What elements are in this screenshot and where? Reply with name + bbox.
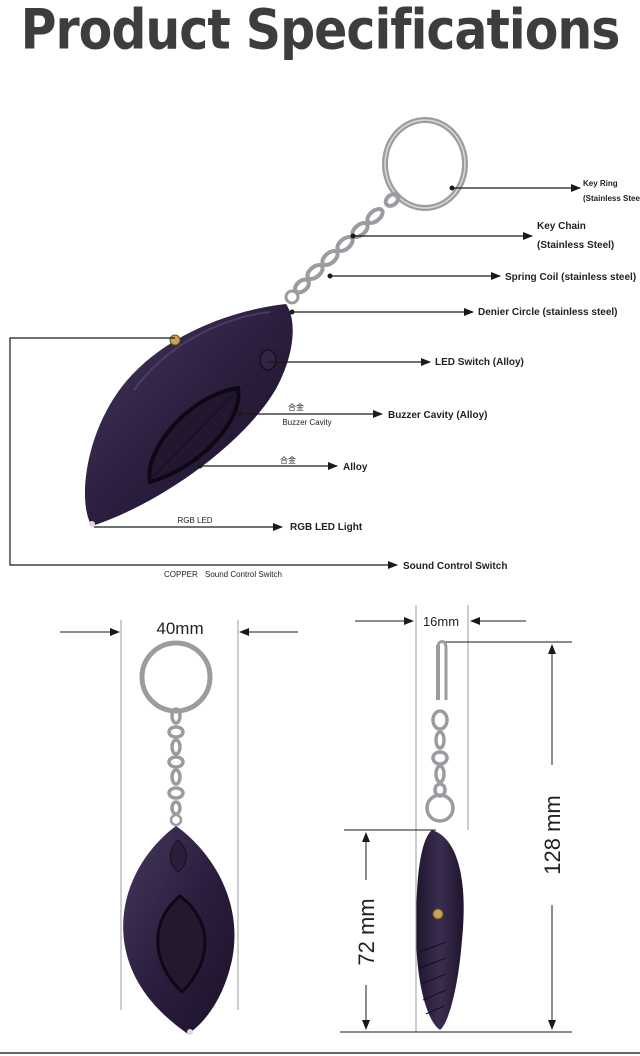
label-key-ring: Key Ring: [583, 179, 618, 188]
main-keychain-illustration: [84, 117, 468, 527]
callout-lines: [9, 184, 581, 569]
label-key-chain-material: (Stainless Steel): [537, 240, 614, 251]
front-view-illustration: [123, 640, 235, 1035]
label-rgb-led-light: RGB LED Light: [290, 522, 363, 533]
side-body: [416, 830, 464, 1030]
inline-sound-switch: Sound Control Switch: [205, 570, 282, 579]
dim-side-lines: [340, 605, 572, 1033]
side-key-chain: [431, 709, 449, 798]
denier-circle: [284, 289, 300, 305]
label-key-ring-material: (Stainless Steel): [583, 194, 640, 203]
front-key-ring: [139, 640, 213, 714]
callout-dots: [197, 185, 455, 469]
label-sound-control-switch: Sound Control Switch: [403, 561, 507, 572]
inline-alloy-cn: 合金: [280, 455, 296, 465]
label-alloy: Alloy: [343, 462, 368, 473]
sound-control-switch-button: [169, 334, 181, 346]
label-led-switch: LED Switch (Alloy): [435, 357, 524, 368]
dim-total-length-label: 128 mm: [540, 795, 565, 874]
led-switch-button: [259, 349, 277, 371]
front-key-chain: [167, 707, 185, 816]
inline-rgb-led: RGB LED: [177, 516, 212, 525]
label-buzzer-cavity: Buzzer Cavity (Alloy): [388, 410, 487, 421]
rgb-led: [89, 521, 95, 527]
dim-width-lines: [60, 620, 298, 1010]
inline-buzzer-en: Buzzer Cavity: [282, 418, 331, 427]
label-denier-circle: Denier Circle (stainless steel): [478, 307, 618, 318]
front-leaf-panel: [156, 894, 207, 995]
label-key-chain: Key Chain: [537, 221, 586, 232]
inline-copper: COPPER: [164, 570, 198, 579]
inline-buzzer-cn: 合金: [288, 402, 304, 412]
side-view-illustration: [416, 640, 464, 1030]
label-spring-coil: Spring Coil (stainless steel): [505, 272, 636, 283]
dim-width-label: 40mm: [156, 619, 203, 638]
dim-thickness-label: 16mm: [423, 614, 459, 629]
page-title: Product Specifications: [20, 0, 621, 62]
key-chain: [293, 192, 401, 295]
dim-body-length-label: 72 mm: [354, 898, 379, 965]
side-copper-switch: [432, 908, 444, 920]
